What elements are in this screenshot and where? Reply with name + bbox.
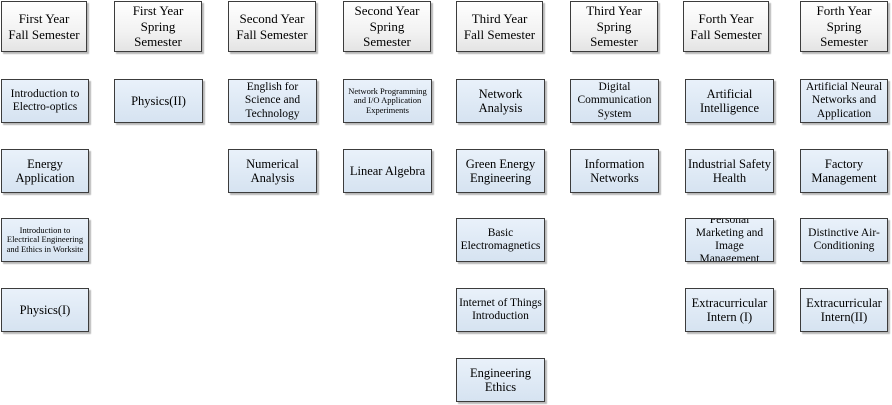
course-box: Engineering Ethics bbox=[456, 358, 545, 402]
course-box: Physics(II) bbox=[114, 79, 203, 123]
course-label: Introduction to Electrical Engineering a… bbox=[6, 224, 84, 254]
course-box: Personal Marketing and Image Management bbox=[685, 218, 774, 262]
course-box: Energy Application bbox=[1, 149, 89, 193]
course-label: Personal Marketing and Image Management bbox=[695, 218, 764, 262]
course-label: Digital Communication System bbox=[577, 81, 652, 120]
course-label: Artificial Intelligence bbox=[700, 86, 759, 115]
course-box: Artificial Intelligence bbox=[685, 79, 774, 123]
course-box: Extracurricular Intern (I) bbox=[685, 288, 774, 332]
course-box: Distinctive Air-Conditioning bbox=[800, 218, 888, 262]
course-label: Extracurricular Intern (I) bbox=[691, 295, 768, 324]
course-label: Network Analysis bbox=[478, 86, 523, 115]
course-label: Linear Algebra bbox=[349, 163, 426, 178]
course-box: Introduction to Electrical Engineering a… bbox=[1, 218, 89, 262]
course-box: English for Science and Technology bbox=[228, 79, 317, 123]
course-box: Digital Communication System bbox=[570, 79, 659, 123]
course-label: Factory Management bbox=[811, 156, 877, 185]
course-box: Physics(I) bbox=[1, 288, 89, 332]
course-box: Network Analysis bbox=[456, 79, 545, 123]
course-box: Extracurricular Intern(II) bbox=[800, 288, 888, 332]
course-label: Information Networks bbox=[584, 156, 645, 185]
course-label: Physics(II) bbox=[131, 93, 186, 108]
course-box: Industrial Safety Health bbox=[685, 149, 774, 193]
course-box: Artificial Neural Networks and Applicati… bbox=[800, 79, 888, 123]
course-label: Energy Application bbox=[15, 156, 75, 185]
course-box: Numerical Analysis bbox=[228, 149, 317, 193]
course-label: Physics(I) bbox=[19, 302, 71, 317]
course-box: Green Energy Engineering bbox=[456, 149, 545, 193]
course-label: Distinctive Air-Conditioning bbox=[808, 226, 880, 252]
course-box: Basic Electromagnetics bbox=[456, 218, 545, 262]
course-box: Introduction to Electro-optics bbox=[1, 79, 89, 123]
course-box: Network Programming and I/O Application … bbox=[343, 79, 432, 123]
course-box: Internet of Things Introduction bbox=[456, 288, 545, 332]
course-label: Internet of Things Introduction bbox=[459, 296, 542, 322]
course-box: Linear Algebra bbox=[343, 149, 432, 193]
course-label: Basic Electromagnetics bbox=[460, 226, 541, 252]
course-box: Information Networks bbox=[570, 149, 659, 193]
course-label: Extracurricular Intern(II) bbox=[806, 295, 882, 324]
course-label: Numerical Analysis bbox=[246, 156, 299, 185]
course-label: Introduction to Electro-optics bbox=[10, 87, 80, 113]
course-label: Artificial Neural Networks and Applicati… bbox=[805, 81, 883, 120]
course-box: Factory Management bbox=[800, 149, 888, 193]
course-label: English for Science and Technology bbox=[244, 81, 301, 120]
course-label: Engineering Ethics bbox=[469, 365, 532, 394]
course-label: Industrial Safety Health bbox=[688, 156, 771, 185]
course-label: Network Programming and I/O Application … bbox=[348, 85, 427, 115]
course-label: Green Energy Engineering bbox=[465, 156, 536, 185]
